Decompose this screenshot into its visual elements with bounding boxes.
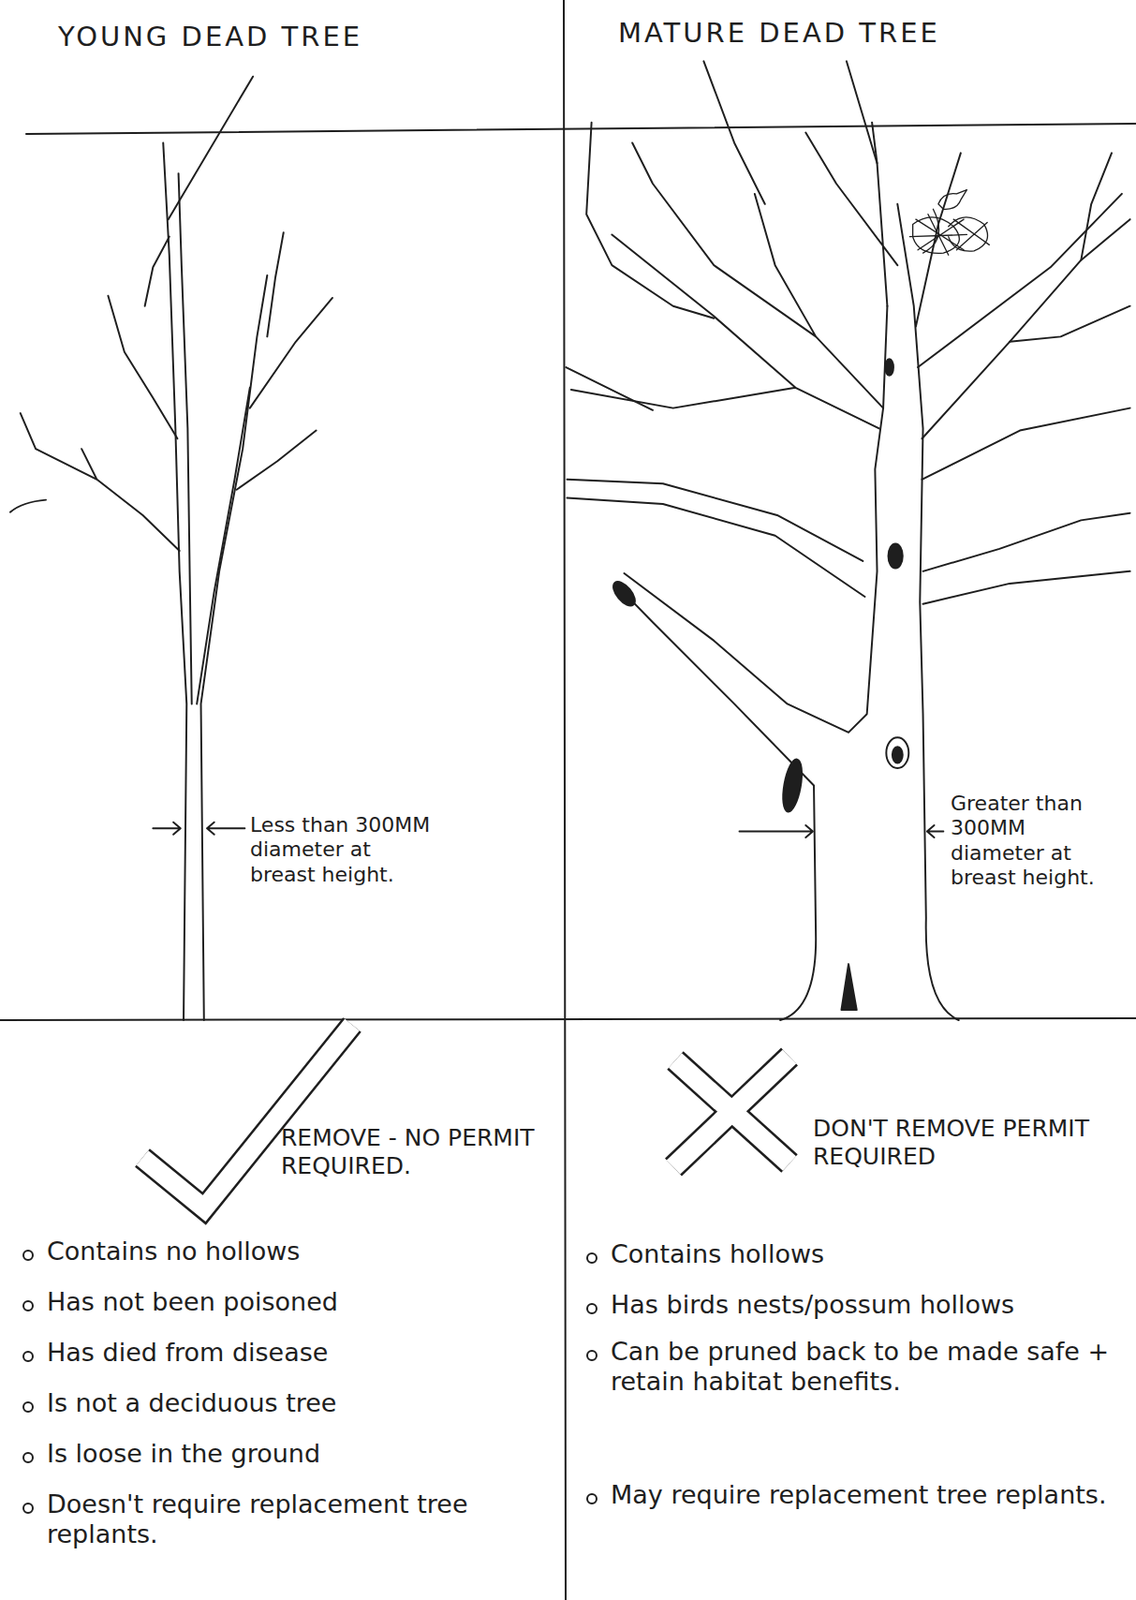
stem bbox=[178, 173, 192, 704]
criteria-bullet: Is not a deciduous tree bbox=[16, 1387, 551, 1418]
verdict-label: REMOVE - NO PERMIT REQUIRED. bbox=[280, 1123, 553, 1181]
measure-arrow bbox=[739, 825, 813, 838]
branch bbox=[168, 76, 253, 220]
panel-heading: YOUNG DEAD TREE bbox=[58, 20, 546, 54]
branch bbox=[805, 122, 961, 327]
tree-hollow bbox=[609, 577, 639, 609]
branch bbox=[250, 297, 333, 409]
tree-hollow bbox=[885, 737, 909, 768]
top-line bbox=[26, 123, 1136, 134]
panel-heading: MATURE DEAD TREE bbox=[618, 16, 1124, 50]
criteria-bullet: Has not been poisoned bbox=[16, 1286, 551, 1317]
measure-arrow bbox=[152, 822, 180, 835]
branch bbox=[632, 142, 884, 408]
branch bbox=[20, 413, 180, 551]
criteria-bullet: Contains no hollows bbox=[16, 1236, 551, 1267]
dimension-label: Less than 300MM diameter at breast heigh… bbox=[250, 812, 443, 887]
criteria-bullet: Contains hollows bbox=[580, 1239, 1129, 1269]
measure-arrow bbox=[206, 822, 245, 835]
branch bbox=[266, 232, 283, 337]
tree-hollow bbox=[840, 963, 856, 1010]
tree-hollow bbox=[888, 543, 903, 568]
branch bbox=[236, 430, 317, 490]
dimension-label: Greater than 300MM diameter at breast he… bbox=[950, 791, 1124, 891]
branch bbox=[566, 479, 865, 597]
divider-line bbox=[563, 0, 566, 1600]
criteria-bullet: Has died from disease bbox=[16, 1337, 551, 1368]
branch bbox=[145, 236, 170, 307]
mature-tree bbox=[565, 60, 1130, 1020]
tree-hollow bbox=[780, 757, 806, 813]
criteria-bullet: May require replacement tree replants. bbox=[580, 1479, 1129, 1510]
branch bbox=[571, 234, 880, 428]
branch bbox=[703, 60, 877, 204]
branch bbox=[923, 513, 1131, 605]
bird bbox=[938, 190, 967, 210]
criteria-bullet: Can be pruned back to be made safe + ret… bbox=[580, 1336, 1129, 1398]
criteria-bullet: Has birds nests/possum hollows bbox=[580, 1289, 1129, 1320]
tick-symbol bbox=[142, 1024, 353, 1209]
trunk-edge bbox=[201, 275, 268, 1020]
measure-arrow bbox=[927, 825, 944, 838]
stem bbox=[196, 387, 251, 705]
branch bbox=[917, 193, 1122, 368]
branch bbox=[107, 295, 178, 439]
trunk-edge bbox=[897, 204, 959, 1020]
verdict-label: DON'T REMOVE PERMIT REQUIRED bbox=[812, 1114, 1113, 1171]
tree-hollow bbox=[892, 746, 903, 763]
branch bbox=[921, 219, 1130, 480]
tree-hollow bbox=[885, 358, 894, 375]
ground-line bbox=[0, 1017, 1136, 1020]
bird-nest bbox=[909, 190, 989, 256]
criteria-bullet: Doesn't require replacement tree replant… bbox=[16, 1489, 551, 1550]
trunk-edge bbox=[162, 142, 187, 1020]
criteria-bullet: Is loose in the ground bbox=[16, 1438, 551, 1469]
trunk-edge bbox=[615, 583, 817, 1020]
branch bbox=[565, 122, 714, 411]
cross-symbol bbox=[673, 1056, 790, 1167]
branch bbox=[10, 500, 46, 513]
